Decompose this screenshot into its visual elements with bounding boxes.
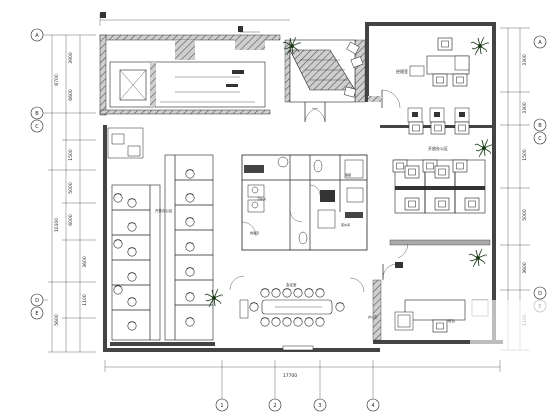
- right-dim-5: 3600: [522, 262, 528, 274]
- bottom-total-dim: 17700: [283, 373, 297, 379]
- storage-label: 储藏: [345, 172, 351, 177]
- left-dim-10: 1100: [82, 294, 88, 306]
- open-workstation-a: 开放办公区: [107, 127, 245, 346]
- right-grid-c: C: [538, 136, 542, 142]
- right-office-desks: [407, 107, 494, 158]
- reception-label: 前台: [448, 318, 456, 323]
- right-dim-2: 3300: [522, 102, 528, 114]
- left-dim-5: 6600: [68, 89, 74, 101]
- left-dim-4: 3900: [68, 52, 74, 64]
- left-dim-8: 6000: [68, 214, 74, 226]
- right-grid-d: D: [538, 291, 542, 297]
- left-grid-c: C: [35, 124, 39, 130]
- bottom-dimension-lines: 17700: [104, 360, 501, 379]
- atrium-feature: [282, 36, 366, 123]
- right-grid-bubbles: A B C D E: [533, 35, 547, 313]
- bottom-grid-bubbles: 1 2 3 4: [215, 372, 380, 412]
- left-dim-7: 5000: [68, 182, 74, 194]
- left-grid-b: B: [35, 111, 39, 117]
- right-dim-1: 3300: [522, 54, 528, 66]
- right-grid-b: B: [538, 123, 542, 129]
- office-b-label: 办公室: [368, 314, 377, 319]
- bottom-grid-3: 3: [318, 403, 321, 409]
- left-dim-3: 5600: [54, 314, 60, 326]
- toilet-label: 卫生间: [257, 196, 266, 201]
- stair-elevator-core: [100, 12, 266, 108]
- right-grid-a: A: [538, 40, 542, 46]
- open-workstation-b: 开放办公区: [389, 145, 491, 268]
- glare-overlay: [470, 300, 560, 360]
- meeting-room: 会议室: [239, 277, 365, 351]
- top-dimension-lines: [99, 14, 290, 26]
- bottom-grid-2: 2: [273, 403, 276, 409]
- right-dim-4: 5000: [522, 209, 528, 221]
- left-grid-bubbles: A B C D E: [30, 28, 48, 320]
- tea-label: 茶水间: [341, 222, 350, 227]
- left-grid-e: E: [35, 311, 38, 317]
- bottom-grid-1: 1: [220, 403, 223, 409]
- left-dim-2: 10100: [54, 218, 60, 232]
- manager-room: 经理室: [368, 36, 490, 109]
- left-dimension-lines: 8700 10100 5600 3900 6600 1500 5000 6000…: [48, 34, 96, 353]
- meeting-room-label: 会议室: [286, 282, 297, 287]
- bottom-grid-4: 4: [371, 403, 374, 409]
- left-dim-6: 1500: [68, 149, 74, 161]
- left-grid-d: D: [35, 298, 39, 304]
- central-core: 卫生间 茶水间 储藏 档案室: [241, 154, 368, 251]
- left-dim-9: 3600: [82, 256, 88, 268]
- right-dim-3: 1500: [522, 149, 528, 161]
- workstation-a-label: 开放办公区: [155, 208, 173, 213]
- left-grid-a: A: [35, 33, 39, 39]
- manager-room-label: 经理室: [396, 68, 408, 74]
- workstation-b-label: 开放办公区: [428, 145, 448, 151]
- archive-label: 档案室: [250, 230, 259, 235]
- left-dim-1: 8700: [54, 74, 60, 86]
